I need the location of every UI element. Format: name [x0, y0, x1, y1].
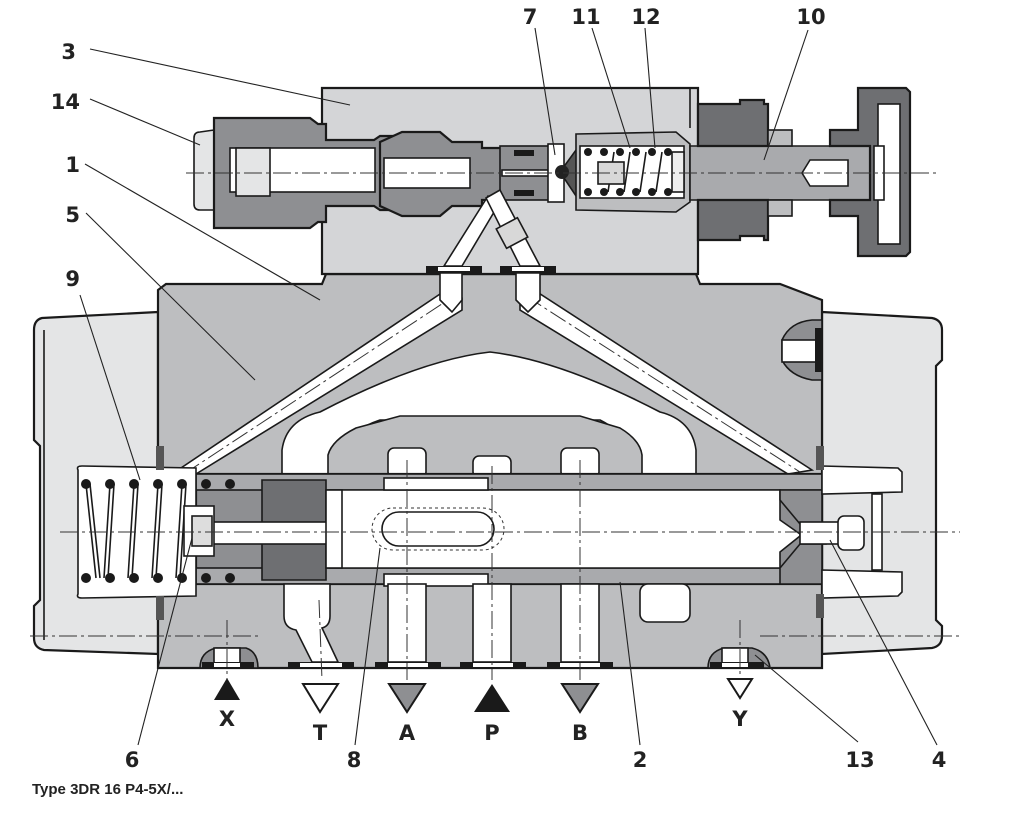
callout-2: 2	[633, 748, 648, 772]
port-label-b: B	[572, 721, 588, 745]
port-x-symbol	[214, 678, 240, 700]
callout-10: 10	[796, 5, 825, 29]
callout-13: 13	[845, 748, 874, 772]
spool-window-slot	[381, 511, 495, 547]
callout-9: 9	[65, 267, 80, 291]
callout-14: 14	[51, 90, 80, 114]
upper-arch-channel	[281, 351, 697, 475]
spring-coils-left	[81, 479, 235, 583]
callout-6: 6	[125, 748, 140, 772]
port-y-symbol	[726, 678, 754, 700]
port-label-y: Y	[731, 707, 748, 731]
callout-4: 4	[932, 748, 947, 772]
port-label-a: A	[399, 721, 416, 745]
diagram-caption: Type 3DR 16 P4-5X/...	[32, 781, 184, 798]
port-a-symbol	[387, 683, 427, 714]
port-t-symbol	[301, 683, 340, 714]
pilot-spring-coils	[584, 148, 672, 196]
port-b-symbol	[560, 683, 600, 714]
plug-14	[193, 129, 215, 211]
port-label-x: X	[219, 707, 235, 731]
callout-5: 5	[65, 203, 80, 227]
callout-7: 7	[523, 5, 538, 29]
callout-3: 3	[61, 40, 76, 64]
port-label-p: P	[484, 721, 499, 745]
port-p-symbol	[474, 684, 510, 712]
port-label-t: T	[313, 721, 328, 745]
leader-lines	[79, 27, 938, 746]
callout-8: 8	[347, 748, 362, 772]
callout-11: 11	[571, 5, 600, 29]
drain-chamber	[639, 583, 691, 623]
callout-1: 1	[65, 153, 80, 177]
right-cap-upper	[821, 465, 903, 495]
left-spring-housing	[76, 465, 197, 599]
right-cap-lower	[821, 569, 903, 599]
callout-12: 12	[631, 5, 660, 29]
